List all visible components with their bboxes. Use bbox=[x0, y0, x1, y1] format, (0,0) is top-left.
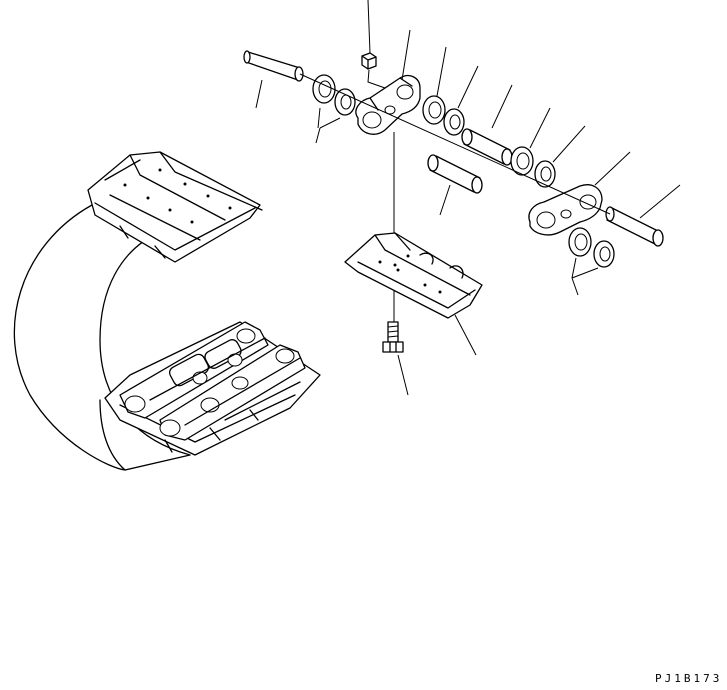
nut bbox=[361, 0, 386, 89]
master-link-lower bbox=[528, 151, 631, 236]
assembly-axis-line bbox=[299, 73, 611, 330]
seal-rings-left bbox=[312, 74, 356, 144]
link-chain bbox=[119, 321, 306, 441]
bushing-upper bbox=[461, 84, 513, 166]
master-link-upper bbox=[355, 29, 421, 135]
drawing-code: PJ1B173 bbox=[655, 672, 723, 685]
master-pin-left bbox=[243, 50, 304, 109]
master-pin-right bbox=[605, 184, 681, 247]
shoe-bolt bbox=[382, 321, 409, 396]
seal-rings-lower bbox=[568, 227, 615, 296]
track-shoe-plate bbox=[344, 232, 483, 356]
seal-rings-middle bbox=[422, 46, 479, 136]
upper-shoe-plates bbox=[87, 151, 263, 263]
bushing-lower bbox=[427, 154, 483, 216]
track-shoe-assembly bbox=[13, 151, 321, 471]
seal-rings-right bbox=[510, 107, 586, 188]
